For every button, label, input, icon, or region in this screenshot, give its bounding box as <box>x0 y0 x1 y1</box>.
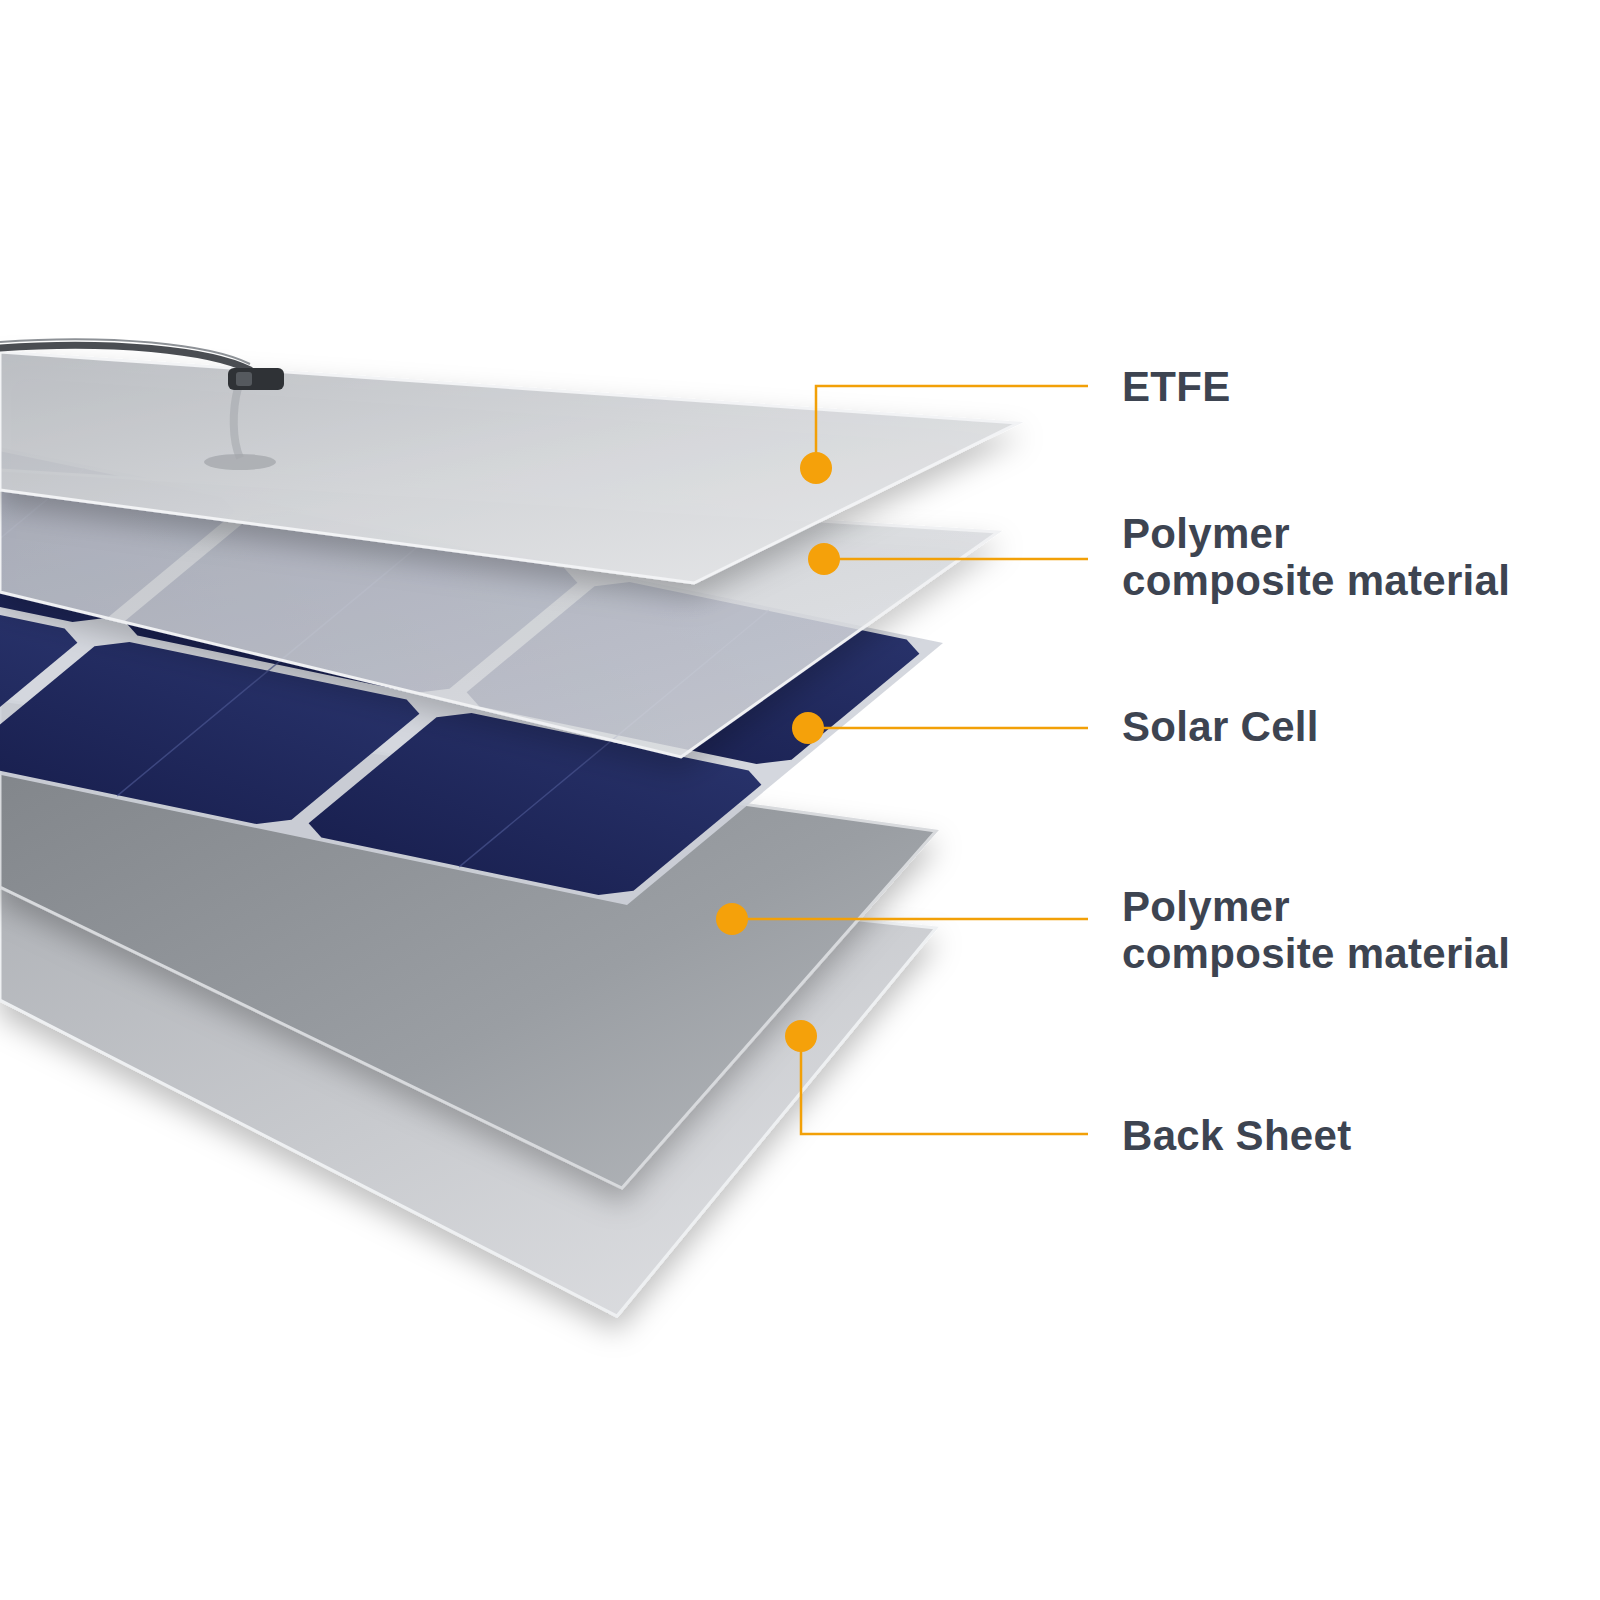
callout-dots <box>716 452 840 1052</box>
callout-dot <box>808 543 840 575</box>
junction-connector <box>236 372 252 386</box>
leader-line <box>732 918 1088 921</box>
part-label: Polymer composite material <box>1122 510 1513 604</box>
part-label: ETFE <box>1122 363 1231 410</box>
cable-highlight <box>0 339 250 364</box>
callout-dot <box>792 712 824 744</box>
callout-dot <box>716 903 748 935</box>
leader-line <box>816 386 1088 468</box>
cable <box>0 345 250 370</box>
junction-connector <box>228 368 284 390</box>
part-label: Back Sheet <box>1122 1112 1351 1159</box>
leader-line <box>801 1036 1088 1134</box>
cable-shadow <box>234 388 240 458</box>
part-label: Polymer composite material <box>1122 883 1513 977</box>
callout-dot <box>800 452 832 484</box>
leader-lines <box>732 386 1088 1134</box>
callout-dot <box>785 1020 817 1052</box>
part-label: Solar Cell <box>1122 703 1319 750</box>
leader-line <box>824 558 1088 561</box>
etfe-layer <box>0 339 1018 583</box>
leader-line <box>808 727 1088 730</box>
